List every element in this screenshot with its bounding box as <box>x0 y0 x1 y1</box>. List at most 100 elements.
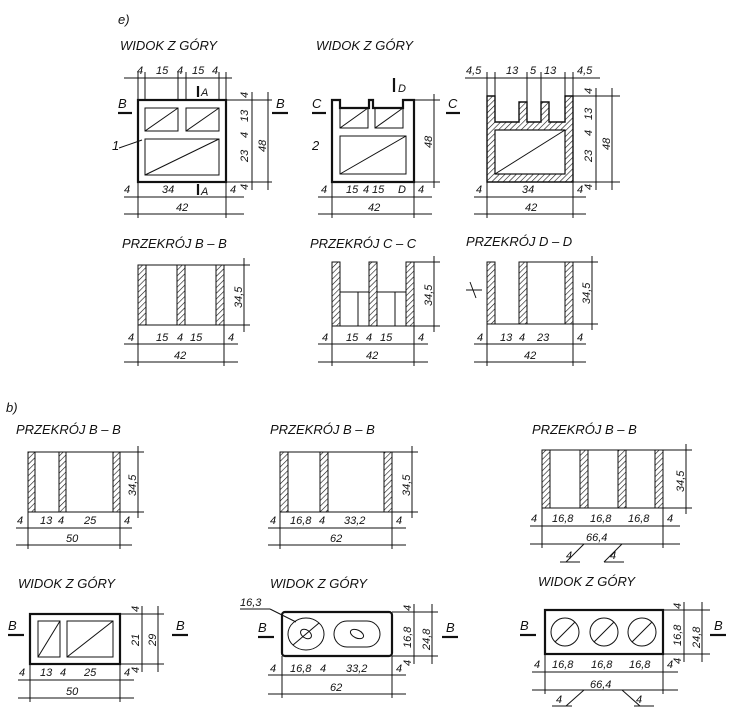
view1-top-view: WIDOK Z GÓRY 4 15 4 15 4 B B A A 1 4 <box>112 38 288 218</box>
view3-right-dim-2: 4 <box>583 130 595 136</box>
b-t2-right-dim-1: 16,8 <box>402 626 414 648</box>
b-s2-total: 62 <box>330 533 342 545</box>
view1-bottom-dim-0: 4 <box>124 184 130 196</box>
b-s3-dim-0: 4 <box>531 513 537 525</box>
section-a-label: e) <box>118 12 130 27</box>
b-s2-height: 34,5 <box>401 474 413 496</box>
sec-bb-e-height: 34,5 <box>233 286 245 308</box>
b-t2-dim-0: 4 <box>270 663 276 675</box>
sec-dd-dim-0: 4 <box>477 332 483 344</box>
b-t1-right-total: 29 <box>147 634 159 647</box>
view1-title: WIDOK Z GÓRY <box>120 38 218 53</box>
view3-top-dim-4: 4,5 <box>577 65 593 77</box>
view2-title: WIDOK Z GÓRY <box>316 38 414 53</box>
b-t3-dim-3: 16,8 <box>629 659 651 671</box>
view2-cut-left: C <box>312 96 322 111</box>
b-s2-dim-1: 16,8 <box>290 515 312 527</box>
b-t1-right-dim-2: 4 <box>130 667 142 673</box>
b-section-3: PRZEKRÓJ B – B 34,5 4 16,8 16,8 16,8 4 6… <box>530 422 692 563</box>
b-t1-outline <box>28 612 122 666</box>
view1-top-dim-1: 15 <box>156 65 169 77</box>
b-t3-dim-2: 16,8 <box>591 659 613 671</box>
b-t2-dim-3: 33,2 <box>346 663 367 675</box>
view3-bottom-total: 42 <box>525 202 537 214</box>
b-s3-dim-2: 16,8 <box>590 513 612 525</box>
view2-cut-top: D <box>398 83 406 95</box>
view3-right-dim-3: 23 <box>583 149 595 163</box>
view1-bottom-dim-2: 4 <box>230 184 236 196</box>
view3-right-dim-4: 4 <box>583 184 595 190</box>
b-t2-title: WIDOK Z GÓRY <box>270 576 368 591</box>
b-t2-dim-4: 4 <box>396 663 402 675</box>
b-t2-dim-1: 16,8 <box>290 663 312 675</box>
b-t1-total: 50 <box>66 686 79 698</box>
b-t1-cut-right: B <box>176 618 185 633</box>
sec-cc-title: PRZEKRÓJ C – C <box>310 236 417 251</box>
view3-right-total: 48 <box>601 137 613 150</box>
view1-cut-bottom: A <box>200 186 208 198</box>
b-t3-dim-1: 16,8 <box>552 659 574 671</box>
b-t3-total: 66,4 <box>590 679 611 691</box>
b-s3-web-right: 4 <box>610 550 616 562</box>
sec-dd-total: 42 <box>524 350 536 362</box>
b-section-1: PRZEKRÓJ B – B 34,5 4 13 4 25 4 50 <box>16 422 144 549</box>
b-s1-dim-2: 4 <box>58 515 64 527</box>
b-t1-dim-1: 13 <box>40 667 53 679</box>
view2-cut-right: C <box>448 96 458 111</box>
b-t3-outline <box>543 608 665 656</box>
b-s2-dim-4: 4 <box>396 515 402 527</box>
b-t3-title: WIDOK Z GÓRY <box>538 574 636 589</box>
sec-cc-dim-1: 15 <box>346 332 359 344</box>
view2-cell-left <box>339 107 369 129</box>
b-t3-cut-right: B <box>714 618 723 633</box>
sec-cc-total: 42 <box>366 350 378 362</box>
b-s3-height: 34,5 <box>675 470 687 492</box>
b-t3-right-total: 24,8 <box>691 626 703 649</box>
b-s1-dim-4: 4 <box>124 515 130 527</box>
b-s2-dim-3: 33,2 <box>344 515 365 527</box>
b-t3-right-dim-1: 16,8 <box>672 624 684 646</box>
b-s3-web-left: 4 <box>566 550 572 562</box>
b-t2-right-total: 24,8 <box>421 628 433 651</box>
sec-bb-e-dim-3: 15 <box>190 332 203 344</box>
b-t1-right-dim-0: 4 <box>130 606 142 612</box>
sec-cc-dim-2: 4 <box>366 332 372 344</box>
view3-top-dim-1: 13 <box>506 65 519 77</box>
b-s1-height: 34,5 <box>127 474 139 496</box>
b-t3-web-right: 4 <box>636 694 642 706</box>
b-section-2: PRZEKRÓJ B – B 34,5 4 16,8 4 33,2 4 62 <box>268 422 418 549</box>
sec-dd: PRZEKRÓJ D – D 34,5 4 13 4 23 4 42 <box>466 234 598 366</box>
b-t2-outline <box>280 610 394 658</box>
view2-callout: 2 <box>311 138 320 153</box>
b-t2-right-dim-2: 4 <box>402 660 414 666</box>
view3-bottom-dim-2: 4 <box>577 184 583 196</box>
view1-cut-left: B <box>118 96 127 111</box>
b-s1-dim-3: 25 <box>83 515 97 527</box>
view1-callout: 1 <box>112 138 119 153</box>
view3-section: 4,5 13 5 13 4,5 4 13 4 23 4 48 4 34 4 42 <box>465 65 620 218</box>
b-s3-dim-4: 4 <box>667 513 673 525</box>
b-t3-cut-left: B <box>520 618 529 633</box>
view2-bottom-dim-5: 4 <box>418 184 424 196</box>
b-t1-right-dim-1: 21 <box>130 634 142 647</box>
view2-bottom-dim-0: 4 <box>321 184 327 196</box>
view1-top-dim-0: 4 <box>137 65 143 77</box>
b-t3-web-left: 4 <box>556 694 562 706</box>
b-t2-dim-2: 4 <box>320 663 326 675</box>
b-top-view-2: WIDOK Z GÓRY 16,3 B B 4 16,8 4 24,8 4 16… <box>240 576 458 698</box>
b-s3-dim-3: 16,8 <box>628 513 650 525</box>
view2-cut-bottom: D <box>398 184 406 196</box>
b-s2-dim-0: 4 <box>270 515 276 527</box>
view2-cell-right <box>374 107 404 129</box>
b-t1-cut-left: B <box>8 618 17 633</box>
b-s2-title: PRZEKRÓJ B – B <box>270 422 375 437</box>
view1-right-total: 48 <box>257 139 269 152</box>
view1-bottom-dim-1: 34 <box>162 184 174 196</box>
b-t2-total: 62 <box>330 682 342 694</box>
view3-top-dim-0: 4,5 <box>466 65 482 77</box>
sec-cc-height: 34,5 <box>423 284 435 306</box>
view1-top-dim-2: 4 <box>177 65 183 77</box>
view3-bottom-dim-1: 34 <box>522 184 534 196</box>
view1-right-dim-3: 23 <box>239 149 251 163</box>
b-s1-title: PRZEKRÓJ B – B <box>16 422 121 437</box>
